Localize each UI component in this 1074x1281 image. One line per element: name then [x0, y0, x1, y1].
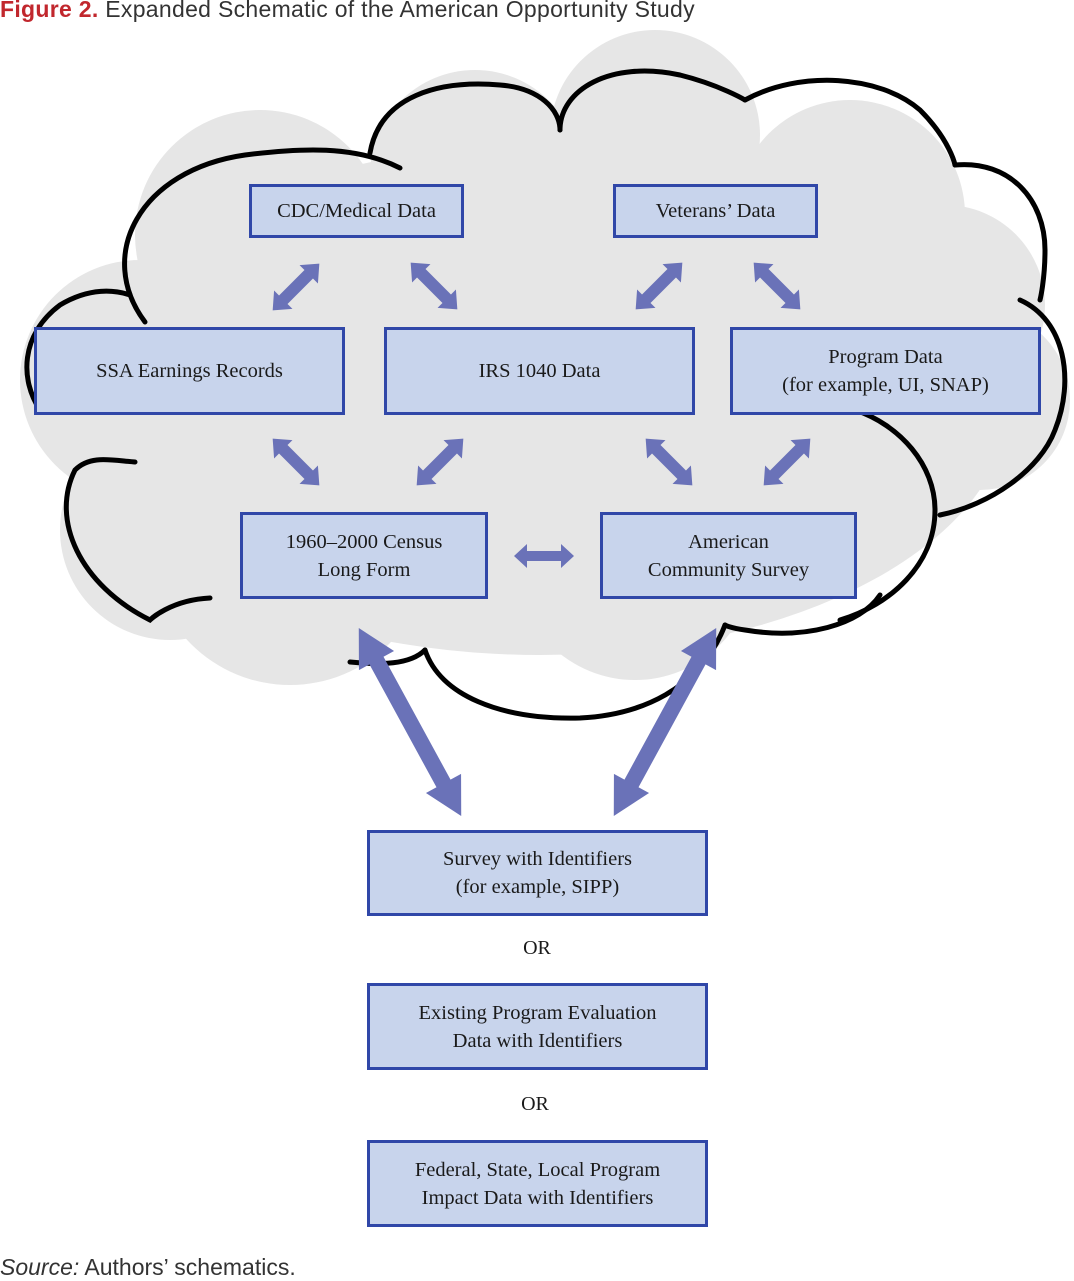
arrows — [272, 262, 811, 816]
node-label: IRS 1040 Data — [478, 360, 601, 382]
arrow-cdc-ssa — [272, 263, 320, 311]
node-veterans-data: Veterans’ Data — [613, 184, 818, 238]
node-census-long-form: 1960–2000 Census Long Form — [240, 512, 488, 599]
arrow-acs-survey — [613, 628, 717, 816]
arrow-census-acs — [514, 544, 574, 568]
node-label: Survey with Identifiers (for example, SI… — [442, 848, 632, 898]
node-federal-state-local-program: Federal, State, Local Program Impact Dat… — [367, 1140, 708, 1227]
node-label: 1960–2000 Census Long Form — [285, 530, 443, 581]
node-label: CDC/Medical Data — [277, 200, 436, 222]
cloud-outline — [24, 68, 1068, 721]
source-note: Source: Authors’ schematics. — [0, 1254, 296, 1281]
figure-title: Figure 2. Expanded Schematic of the Amer… — [0, 0, 695, 23]
arrow-veterans-program — [753, 262, 801, 310]
node-ssa-earnings-records: SSA Earnings Records — [34, 327, 345, 415]
node-label: SSA Earnings Records — [96, 360, 283, 382]
node-cdc-medical-data: CDC/Medical Data — [249, 184, 464, 238]
arrow-irs-acs — [645, 438, 693, 486]
arrow-program-acs — [763, 438, 811, 486]
arrow-cdc-irs — [410, 262, 458, 310]
arrow-ssa-census — [272, 438, 320, 486]
figure-title-text: Expanded Schematic of the American Oppor… — [105, 0, 695, 22]
node-label: Existing Program Evaluation Data with Id… — [418, 1001, 657, 1052]
figure-label: Figure 2. — [0, 0, 99, 22]
node-label: Program Data (for example, UI, SNAP) — [782, 346, 989, 396]
arrow-census-survey — [358, 628, 462, 816]
arrow-irs-census — [416, 438, 464, 486]
node-existing-program-evaluation: Existing Program Evaluation Data with Id… — [367, 983, 708, 1070]
node-irs-1040-data: IRS 1040 Data — [384, 327, 695, 415]
arrow-veterans-irs — [635, 262, 683, 310]
or-label-1: OR — [523, 937, 551, 959]
node-label: Federal, State, Local Program Impact Dat… — [414, 1158, 661, 1209]
or-label-2: OR — [521, 1093, 549, 1115]
source-text: Authors’ schematics. — [84, 1254, 296, 1280]
node-survey-with-identifiers: Survey with Identifiers (for example, SI… — [367, 830, 708, 916]
node-label: American Community Survey — [647, 530, 810, 581]
source-label: Source: — [0, 1254, 80, 1280]
node-program-data: Program Data (for example, UI, SNAP) — [730, 327, 1041, 415]
node-american-community-survey: American Community Survey — [600, 512, 857, 599]
node-label: Veterans’ Data — [655, 200, 776, 222]
